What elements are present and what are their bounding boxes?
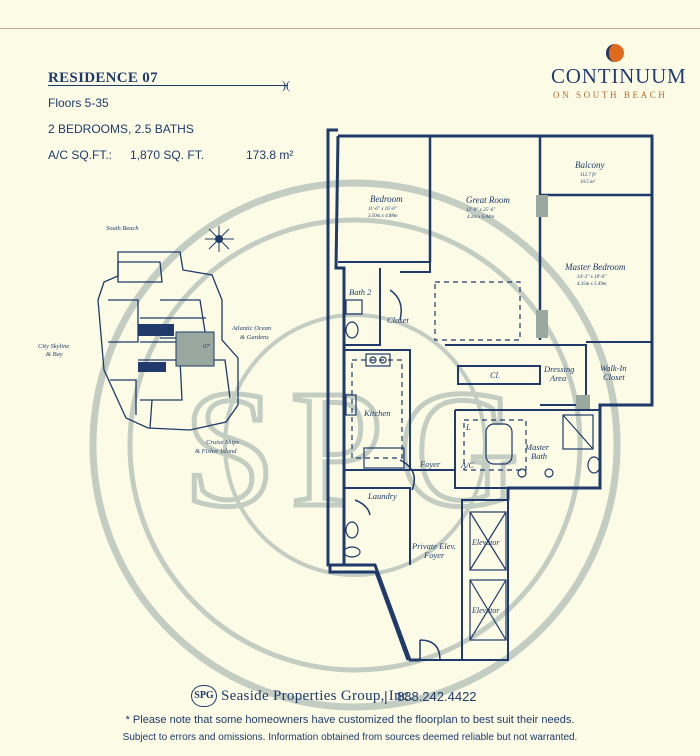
room-label-walk-in-2: Closet <box>603 372 625 382</box>
ceiling-soffit-lines <box>351 281 527 471</box>
area-label: A/C SQ.FT.: <box>48 148 113 162</box>
room-label-kitchen: Kitchen <box>363 408 390 418</box>
room-label-elevator-1: Elevator <box>471 538 500 547</box>
disclaimer-note: Subject to errors and omissions. Informa… <box>122 732 578 743</box>
key-plan-south-label-1: Cruise Ships <box>206 439 240 446</box>
key-plan-units <box>138 324 174 372</box>
brand-name: CONTINUUM <box>551 64 687 88</box>
room-label-cl: Cl. <box>490 370 500 380</box>
key-plan-west-label-2: & Bay <box>46 351 63 358</box>
footer-phone: 888.242.4422 <box>397 689 477 704</box>
room-label-master-bath-1: Master <box>524 442 550 452</box>
title-underline <box>48 85 288 86</box>
room-label-elevator-2: Elevator <box>471 606 500 615</box>
footer-company-name: Seaside Properties Group, Inc. <box>221 688 413 704</box>
room-label-laundry: Laundry <box>367 491 397 501</box>
room-label-walk-in-1: Walk-In <box>600 363 627 373</box>
room-label-l: L <box>465 422 471 432</box>
room-area-balcony: 112.7 ft² <box>580 172 597 178</box>
room-label-private-elev-2: Foyer <box>423 550 445 560</box>
key-plan-south-label-2: & Fisher Island <box>195 448 237 455</box>
room-dim-master-bedroom-metric: 4.35m x 5.49m <box>577 282 607 287</box>
room-label-bath-2: Bath 2 <box>349 287 372 297</box>
residence-title: RESIDENCE 07 <box>48 70 158 86</box>
key-plan-east-label-1: Atlantic Ocean <box>231 325 271 332</box>
room-label-master-bedroom: Master Bedroom <box>564 262 626 272</box>
column-hatches <box>536 195 590 409</box>
room-dim-bedroom: 11'-6" x 16'-0" <box>368 207 398 212</box>
room-label-balcony: Balcony <box>575 160 605 170</box>
room-dim-great-room-metric: 4.2m x 6.84m <box>467 215 494 220</box>
spg-logo-icon: SPG <box>191 685 217 707</box>
customization-note: * Please note that some homeowners have … <box>125 714 575 726</box>
room-label-closet: Closet <box>387 315 409 325</box>
area-m2: 173.8 m² <box>246 148 294 162</box>
area-sqft: 1,870 SQ. FT. <box>130 148 205 162</box>
room-label-ac: A/C <box>460 460 475 470</box>
room-label-master-bath-2: Bath <box>531 451 547 461</box>
brand-subtitle: ON SOUTH BEACH <box>553 90 668 100</box>
spg-watermark <box>89 179 621 711</box>
key-plan-east-label-2: & Gardens <box>240 334 269 341</box>
unit-07-marker: 07 <box>203 343 210 350</box>
room-label-dressing-2: Area <box>549 373 566 383</box>
compass-icon <box>205 226 234 252</box>
continuum-logo-mark <box>606 44 624 62</box>
top-rule <box>0 28 700 29</box>
room-label-great-room: Great Room <box>466 195 510 205</box>
key-plan <box>97 251 239 431</box>
room-label-dressing-1: Dressing <box>543 364 574 374</box>
unit-07-highlight <box>175 331 215 367</box>
fixtures <box>343 299 601 641</box>
room-label-bedroom: Bedroom <box>370 194 403 204</box>
bed-bath-text: 2 BEDROOMS, 2.5 BATHS <box>48 122 194 136</box>
key-plan-west-label-1: City Skyline <box>38 343 69 350</box>
floor-plan-walls <box>326 128 654 662</box>
footer-separator: | <box>384 688 388 704</box>
room-label-foyer: Foyer <box>419 459 441 469</box>
room-dim-master-bedroom: 14'-3" x 18'-0" <box>577 275 607 280</box>
room-label-private-elev-1: Private Elev. <box>411 541 456 551</box>
room-dim-great-room: 13'-9" x 25'-6" <box>466 208 496 213</box>
floors-text: Floors 5-35 <box>48 96 109 110</box>
title-underline-end-mark: )( <box>282 78 290 92</box>
room-dim-bedroom-metric: 3.50m x 4.88m <box>368 214 398 219</box>
watermark-text: SPG <box>183 356 533 542</box>
room-area-balcony-metric: 10.5 m² <box>580 179 596 185</box>
key-plan-north-label: South Beach <box>106 225 139 232</box>
